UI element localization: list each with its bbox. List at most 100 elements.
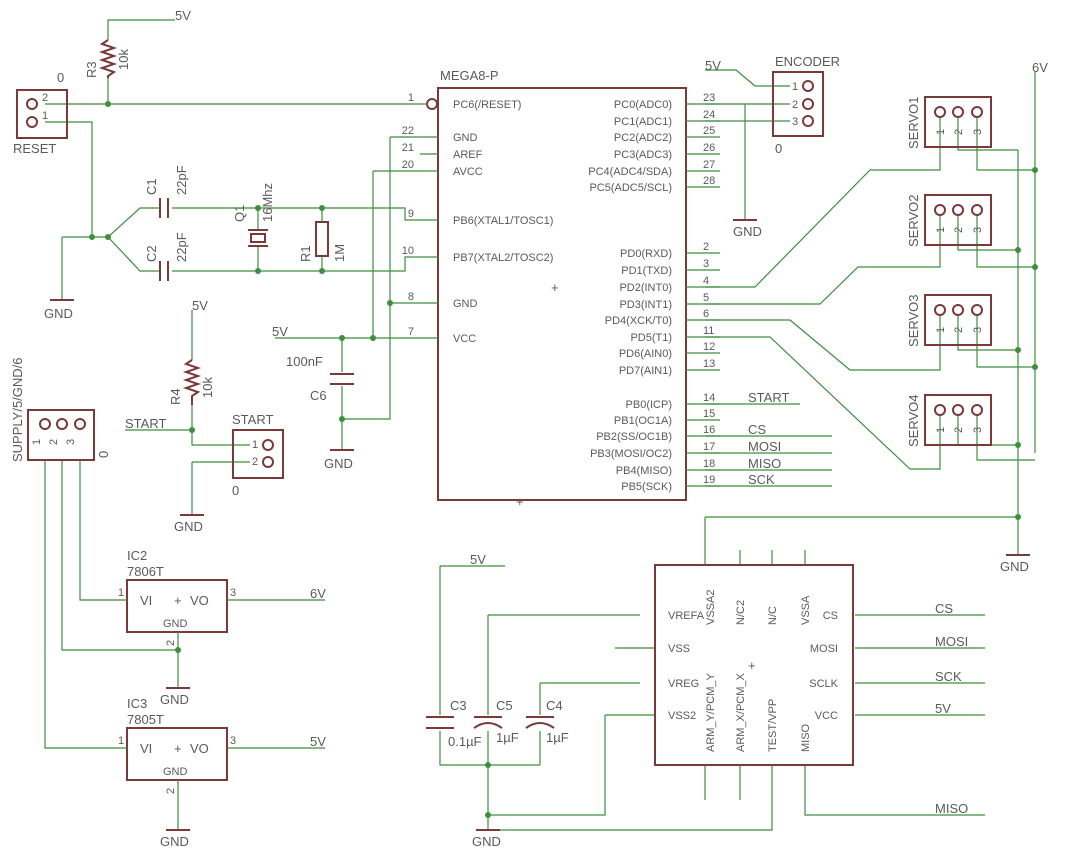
- servo-label: SERVO1: [906, 96, 921, 149]
- svg-text:0: 0: [232, 483, 239, 498]
- svg-text:7805T: 7805T: [127, 712, 164, 727]
- svg-text:MOSI: MOSI: [935, 634, 968, 649]
- svg-text:GND: GND: [160, 834, 189, 849]
- mcu-pin-num: 24: [703, 109, 715, 121]
- svg-text:C4: C4: [546, 698, 563, 713]
- net-5v-vcc: 5V: [272, 324, 288, 339]
- svg-text:2: 2: [42, 92, 48, 104]
- svg-text:3: 3: [65, 439, 77, 445]
- svg-text:GND: GND: [160, 692, 189, 707]
- svg-text:3: 3: [972, 227, 984, 233]
- svg-text:10k: 10k: [116, 49, 131, 70]
- encoder-connector: 1 2 3 ENCODER 0 5V GND: [705, 54, 840, 239]
- mcu-pin-label: AREF: [453, 149, 483, 161]
- svg-text:C2: C2: [144, 245, 159, 262]
- svg-text:1µF: 1µF: [546, 730, 569, 745]
- gnd-left: GND: [44, 299, 74, 321]
- svg-text:1: 1: [118, 735, 124, 747]
- svg-text:1: 1: [792, 81, 798, 93]
- svg-text:2: 2: [792, 99, 798, 111]
- spi-net-labels: START CS MOSI MISO SCK: [748, 390, 789, 487]
- svg-text:1µF: 1µF: [496, 730, 519, 745]
- regulator-ic2: IC2 7806T VI VO + GND 1 2 3 6V GND: [110, 548, 326, 707]
- svg-text:SCK: SCK: [748, 472, 775, 487]
- net-5v-r4: 5V: [192, 298, 208, 313]
- mcu-pin-label: PC5(ADC5/SCL): [589, 182, 672, 194]
- accel-pin-label: CS: [823, 610, 838, 622]
- supply-connector: 1 2 3 SUPPLY/5/GND/6 0: [10, 357, 111, 462]
- servo-label: SERVO2: [906, 194, 921, 247]
- junctions: [89, 101, 1038, 818]
- svg-text:1: 1: [935, 327, 947, 333]
- svg-text:GND: GND: [324, 456, 353, 471]
- svg-text:MISO: MISO: [935, 801, 968, 816]
- svg-text:+: +: [174, 741, 182, 756]
- svg-text:1: 1: [42, 110, 48, 122]
- net-6v-servo: 6V: [1032, 60, 1048, 75]
- svg-text:C5: C5: [496, 698, 513, 713]
- mcu-pin-label: PB1(OC1A): [614, 415, 672, 427]
- mcu-left-pins: 1PC6(/RESET)22GND21AREF20AVCC9PB6(XTAL1/…: [402, 92, 554, 345]
- svg-text:2: 2: [953, 227, 965, 233]
- accel-pin-label: VCC: [815, 710, 838, 722]
- mcu-pin-label: PD4(XCK/T0): [605, 315, 672, 327]
- svg-text:R4: R4: [168, 388, 183, 405]
- mcu-pin-label: PD6(AIN0): [619, 348, 672, 360]
- mcu-pin-label: PC6(/RESET): [453, 99, 521, 111]
- svg-text:3: 3: [972, 427, 984, 433]
- mcu-pin-label: PB6(XTAL1/TOSC1): [453, 215, 553, 227]
- accel-pin-label: VSSA: [800, 595, 812, 625]
- mcu-pin-label: PD1(TXD): [621, 265, 672, 277]
- svg-text:3: 3: [792, 116, 798, 128]
- mcu-pin-label: PC2(ADC2): [614, 132, 672, 144]
- mcu-pin-num: 1: [408, 92, 414, 104]
- svg-text:START: START: [748, 390, 789, 405]
- svg-text:1: 1: [31, 439, 43, 445]
- svg-text:22pF: 22pF: [174, 232, 189, 262]
- mcu-pin-num: 8: [408, 291, 414, 303]
- resistor-r1: R1 1M: [298, 221, 347, 262]
- svg-text:+: +: [748, 658, 756, 673]
- mcu-pin-num: 5: [703, 292, 709, 304]
- svg-text:7806T: 7806T: [127, 564, 164, 579]
- net-start-r4: START: [125, 416, 166, 431]
- mcu-pin-label: PD7(AIN1): [619, 365, 672, 377]
- capacitor-c5: C5 1µF: [473, 698, 519, 745]
- mcu-pin-num: 25: [703, 125, 715, 137]
- encoder-label: ENCODER: [775, 54, 840, 69]
- mcu-pin-label: PD2(INT0): [619, 282, 672, 294]
- mcu-pin-num: 16: [703, 424, 715, 436]
- mcu-pin-num: 6: [703, 308, 709, 320]
- mcu-pin-num: 14: [703, 392, 715, 404]
- reset-label: RESET: [13, 141, 56, 156]
- mcu-pin-num: 23: [703, 92, 715, 104]
- mcu-name: MEGA8-P: [440, 68, 499, 83]
- svg-text:2: 2: [953, 427, 965, 433]
- capacitor-c6: 100nF C6 5V GND: [272, 324, 354, 471]
- net-5v-encoder: 5V: [705, 58, 721, 73]
- svg-text:VO: VO: [190, 741, 209, 756]
- mcu-pin-label: PB2(SS/OC1B): [596, 431, 672, 443]
- mcu-pin-label: PB5(SCK): [621, 481, 672, 493]
- svg-text:R1: R1: [298, 245, 313, 262]
- capacitor-c3: C3 0.1µF 5V: [426, 552, 486, 749]
- svg-text:2: 2: [252, 456, 258, 468]
- svg-text:IC2: IC2: [127, 548, 147, 563]
- mcu-pin-label: PD3(INT1): [619, 299, 672, 311]
- mcu-pin-label: PB0(ICP): [626, 399, 672, 411]
- mcu-pin-num: 4: [703, 275, 709, 287]
- mcu-pin-num: 7: [408, 326, 414, 338]
- svg-text:MISO: MISO: [748, 456, 781, 471]
- accel-pin-label: VREFA: [668, 610, 705, 622]
- mcu-pin-num: 26: [703, 142, 715, 154]
- mcu-pin-num: 13: [703, 358, 715, 370]
- accel-pin-label: N/C: [767, 606, 779, 625]
- supply-label: SUPPLY/5/GND/6: [10, 357, 25, 462]
- svg-text:2: 2: [953, 129, 965, 135]
- svg-text:2: 2: [165, 788, 177, 794]
- accel-pin-label: ARM_X/PCM_X: [735, 672, 747, 752]
- svg-text:1: 1: [935, 129, 947, 135]
